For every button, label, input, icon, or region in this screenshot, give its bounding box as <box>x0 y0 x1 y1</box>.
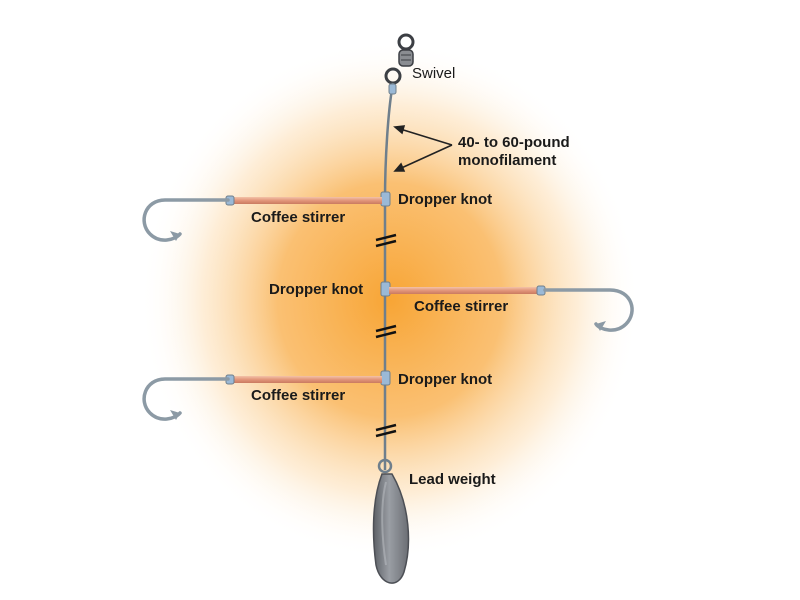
coffee-stirrer-1-label: Coffee stirrer <box>251 209 346 226</box>
monofilament-label-line1: 40- to 60-pound <box>458 134 570 151</box>
coffee-stirrer-3-tube <box>232 376 382 383</box>
lead-weight-label: Lead weight <box>409 471 496 488</box>
swivel-label: Swivel <box>412 65 456 82</box>
coffee-stirrer-1-tube <box>232 197 382 204</box>
dropper-knot-3-label: Dropper knot <box>398 371 493 388</box>
coffee-stirrer-2-tube <box>389 287 539 294</box>
coffee-stirrer-2-label: Coffee stirrer <box>414 298 509 315</box>
break-mark-1 <box>375 233 397 248</box>
lead-weight-icon <box>372 458 410 584</box>
break-mark-2 <box>375 324 397 339</box>
hook-2-icon <box>543 288 634 332</box>
top-knot <box>388 83 397 95</box>
break-mark-3 <box>375 423 397 438</box>
hook-1-icon <box>142 198 230 242</box>
dropper-knot-3-mark <box>380 370 391 386</box>
dropper-knot-1-mark <box>380 191 391 207</box>
dropper-knot-2-label: Dropper knot <box>269 281 364 298</box>
monofilament-pointer <box>393 125 453 172</box>
monofilament-label-line2: monofilament <box>458 152 557 169</box>
dropper-knot-1-label: Dropper knot <box>398 191 493 208</box>
background-glow <box>140 40 640 560</box>
swivel-icon <box>384 33 415 85</box>
hook-3-icon <box>142 377 230 421</box>
coffee-stirrer-3-label: Coffee stirrer <box>251 387 346 404</box>
dropper-knot-2-mark <box>380 281 391 297</box>
monofilament-label: 40- to 60-pound monofilament <box>458 134 570 170</box>
